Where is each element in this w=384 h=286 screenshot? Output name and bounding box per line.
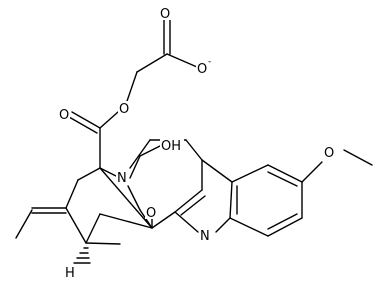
- bond-ethylidene-methyl: [15, 209, 33, 239]
- bond-oester-ccarbonyl: [99, 111, 119, 129]
- bond-quatC-quatC2: [99, 167, 153, 229]
- bond-ring5-a2: [180, 195, 206, 216]
- atom-n-tertiary: N: [117, 171, 127, 186]
- bond-ch2-c-indole: [185, 139, 203, 161]
- bond-ch2-c19: [65, 179, 79, 209]
- stereo-hash-bond: [73, 247, 91, 264]
- bond-quatC-n: [99, 167, 117, 177]
- bond-benz-2: [267, 164, 303, 183]
- bond-ester-co-a: [71, 111, 101, 129]
- atom-o-ester-link: O: [119, 102, 129, 117]
- bond-c-quatC2-n-indole: [151, 211, 176, 229]
- bond-n-ch2-bridge: [127, 185, 141, 211]
- bond-benz-4: [267, 217, 303, 237]
- bond-quatC-ch2: [77, 167, 101, 181]
- atom-n-indole: N: [200, 229, 210, 244]
- bond-ring5-e: [215, 217, 231, 233]
- charge-minus: -: [208, 57, 211, 67]
- bond-ester-co-b: [68, 116, 98, 134]
- bond-c19-cH: [65, 207, 87, 244]
- bond-benz-4b: [267, 213, 298, 230]
- atom-o-methoxy: O: [324, 146, 334, 161]
- atom-o-ester-carbonyl: O: [59, 108, 69, 123]
- atom-labels: O O - O O N OH O N O H: [58, 6, 337, 281]
- bond-ch2-carboxylate: [136, 53, 168, 73]
- bond-benz-2b: [267, 171, 298, 187]
- bond-carboxylate-c-ominus: [166, 53, 198, 68]
- bond-n-ch2-oh: [129, 155, 141, 179]
- atom-o-hydroxy-lower: O: [146, 206, 156, 221]
- atom-h-stereo: H: [65, 266, 75, 281]
- bond-ch2-oester: [125, 71, 138, 105]
- bond-cH-ch2b: [85, 242, 121, 245]
- bond-omethoxy-ch3: [343, 149, 373, 166]
- bond-cH-cage: [85, 213, 101, 244]
- atom-o-carboxylate-top: O: [160, 7, 170, 22]
- bond-layer: [15, 19, 373, 264]
- atom-o-carboxylate-minus: O: [197, 62, 207, 77]
- atom-oh-group: OH: [161, 139, 181, 154]
- bond-ring5-a: [174, 189, 203, 213]
- bond-n-ch2-up: [129, 139, 151, 169]
- bond-benz-5: [229, 217, 269, 237]
- bond-ch2-oh: [139, 144, 163, 157]
- bond-benz-1: [231, 164, 269, 183]
- bond-ring5-c: [201, 159, 233, 183]
- bond-benz-omethoxy: [301, 161, 323, 183]
- bond-ring5-f: [174, 211, 199, 233]
- bond-cage-quatC2: [99, 213, 153, 229]
- bond-ring5-d: [229, 181, 233, 219]
